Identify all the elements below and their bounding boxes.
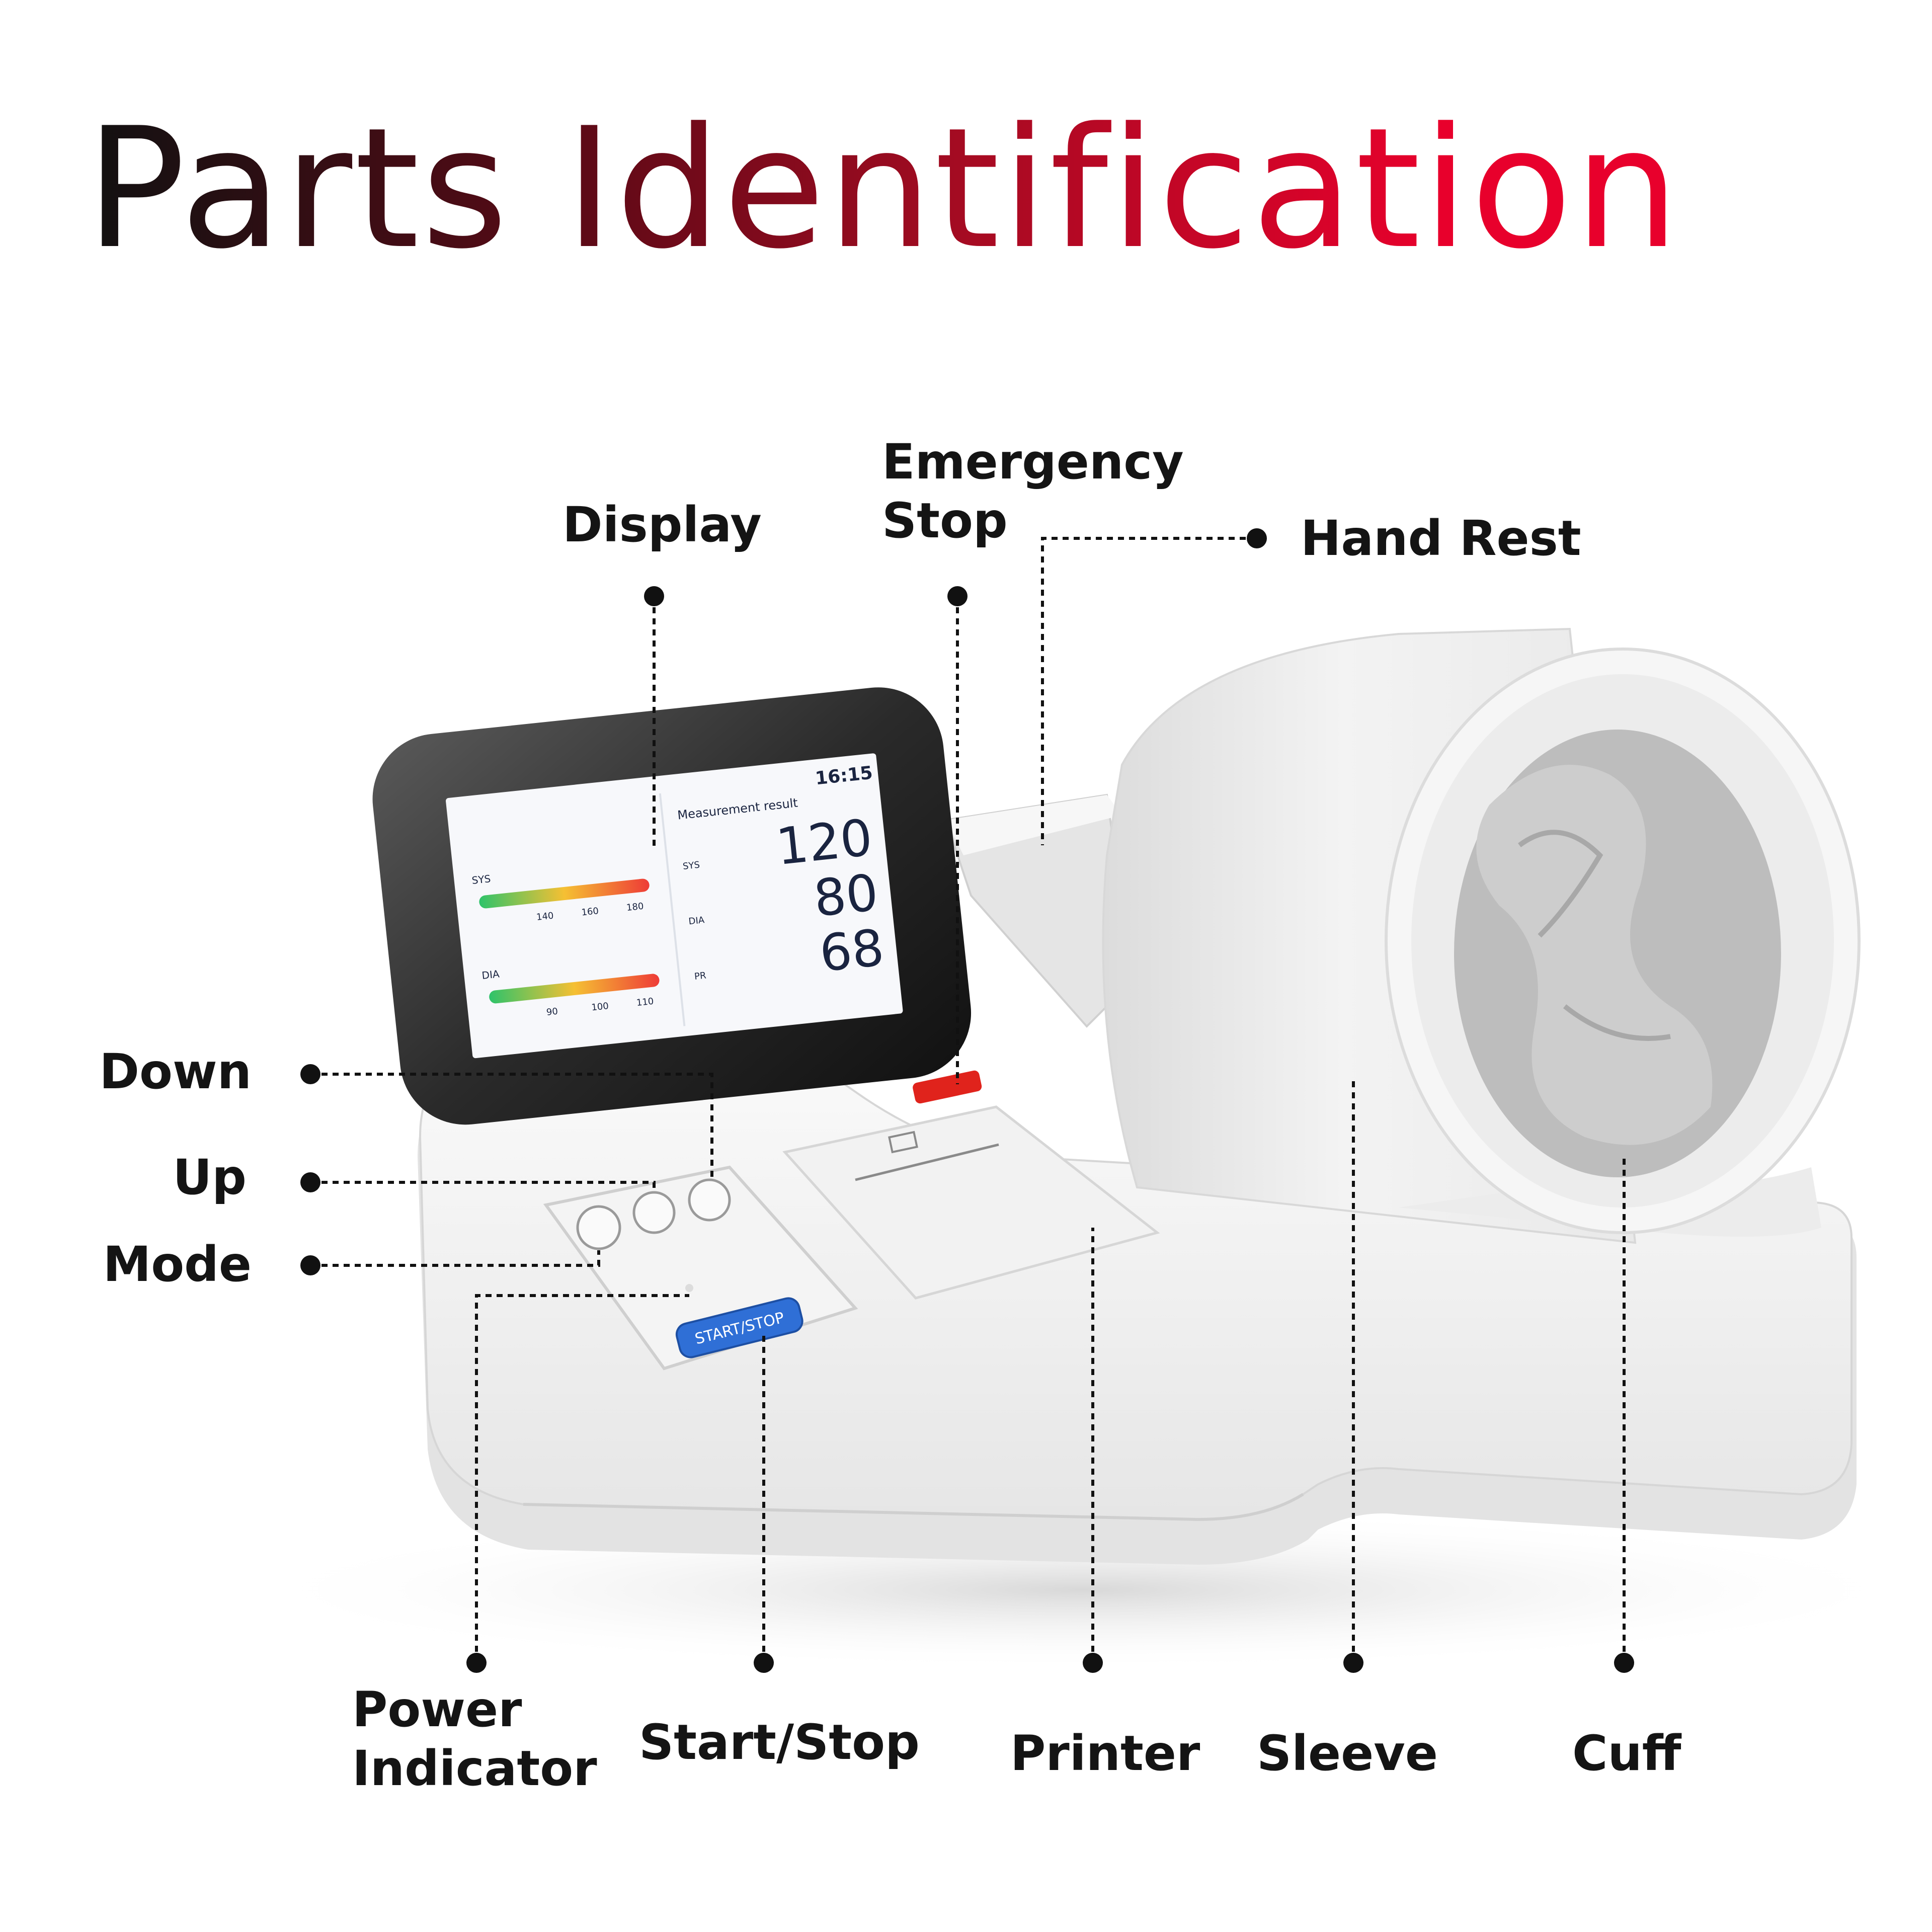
dot-emergency-stop [947,586,968,606]
label-power-indicator-line2: Indicator [352,1740,597,1797]
printer [782,1105,1160,1300]
screen-dia-bar [489,974,660,1004]
display: 16:15 Measurement result SYS 140 160 180… [372,687,972,1125]
screen-sys-tick-0: 140 [536,910,554,922]
emergency-stop-button[interactable] [912,1070,983,1104]
dot-display [644,586,664,606]
label-mode: Mode [103,1236,252,1293]
label-emergency-stop-line1: Emergency [882,434,1184,490]
leader-hand-rest [1041,537,1257,845]
screen-pr-row-label: PR [694,970,706,982]
label-down: Down [99,1043,252,1100]
dot-cuff [1614,1653,1634,1673]
dot-start-stop [754,1653,774,1673]
down-button[interactable] [688,1178,731,1222]
hand-rest [944,793,1134,1028]
dot-down [300,1064,320,1084]
cuff-ring [1385,648,1861,1234]
dot-power-indicator [466,1653,487,1673]
label-start-stop: Start/Stop [639,1714,920,1770]
leader-lines [310,537,1626,1663]
dot-printer [1083,1653,1103,1673]
power-indicator-light [685,1284,693,1292]
screen-sys-bar [479,878,650,909]
screen-dia-tick-0: 90 [546,1006,558,1018]
leader-mode [310,1250,600,1267]
screen-dia-tick-2: 110 [636,996,654,1008]
screen-sys-tick-2: 180 [626,901,644,913]
screen-dia-row-label: DIA [688,915,705,927]
label-cuff: Cuff [1572,1725,1681,1782]
display-screen [446,753,903,1059]
up-button[interactable] [632,1191,676,1234]
label-display: Display [562,497,762,553]
label-hand-rest: Hand Rest [1301,510,1581,567]
label-sleeve: Sleeve [1257,1725,1438,1782]
label-up: Up [173,1149,247,1205]
screen-sys-tick-1: 160 [581,906,599,918]
leader-up [310,1181,656,1192]
label-emergency-stop: Emergency Stop [882,433,1184,550]
label-power-indicator-line1: Power [352,1681,522,1738]
mode-button[interactable] [576,1205,621,1250]
dot-hand-rest [1247,528,1267,548]
screen-dia-tick-1: 100 [591,1001,609,1013]
dot-up [300,1172,320,1192]
screen-pulse-value: 68 [817,918,887,984]
screen-sys-row-label: SYS [682,860,700,872]
control-panel: START/STOP [543,1165,858,1371]
screen-sys-value: 120 [773,808,875,876]
leader-dots [300,528,1634,1673]
screen-dia-value: 80 [811,863,881,928]
dot-mode [300,1255,320,1275]
dot-sleeve [1343,1653,1363,1673]
label-power-indicator: Power Indicator [352,1680,597,1798]
leader-power-indicator [475,1294,689,1663]
screen-sys-label: SYS [471,872,492,887]
label-printer: Printer [1010,1725,1200,1782]
screen-dia-label: DIA [481,968,500,982]
label-emergency-stop-line2: Stop [882,493,1008,549]
leader-down [310,1073,713,1180]
